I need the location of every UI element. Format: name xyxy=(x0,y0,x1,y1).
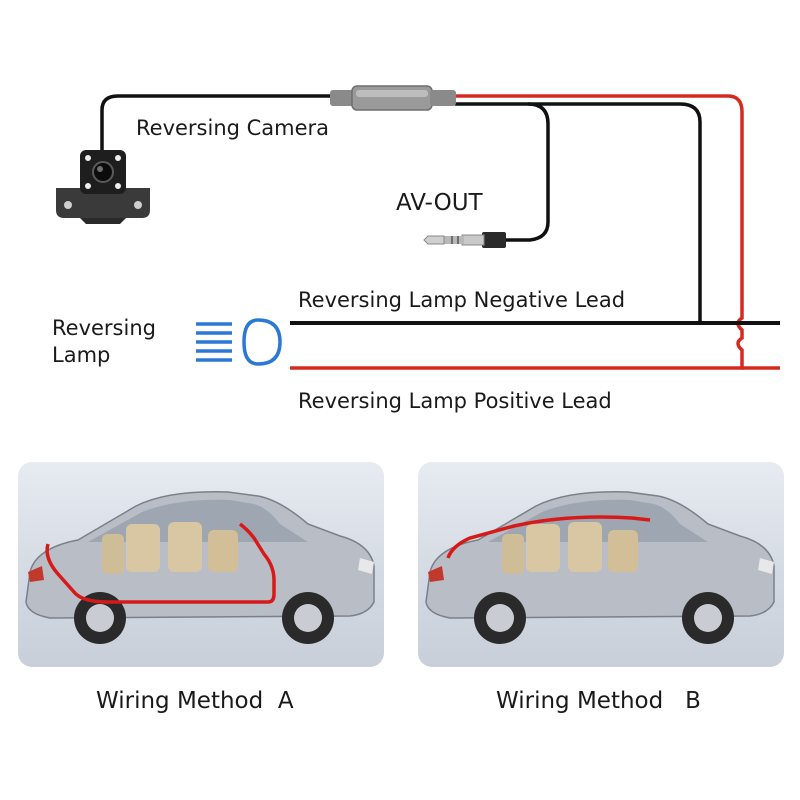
method-b-label: Wiring Method B xyxy=(496,688,701,714)
av-out-label: AV-OUT xyxy=(396,190,483,216)
negative-wire xyxy=(455,102,702,323)
lamp-label-line2: Lamp xyxy=(52,343,111,367)
camera-wire xyxy=(100,94,336,155)
positive-wire xyxy=(290,94,744,370)
camera-label: Reversing Camera xyxy=(136,116,330,140)
negative-lead-label: Reversing Lamp Negative Lead xyxy=(298,288,626,312)
camera-icon xyxy=(56,150,150,224)
av-plug-icon xyxy=(423,232,506,248)
av-out-wire xyxy=(505,102,550,242)
lamp-icon xyxy=(196,318,282,366)
lamp-label-line1: Reversing xyxy=(52,316,156,340)
method-a-label: Wiring Method A xyxy=(96,688,294,714)
positive-lead-label: Reversing Lamp Positive Lead xyxy=(298,389,612,413)
car-illustration-a xyxy=(25,491,375,644)
car-illustration-b xyxy=(425,491,775,644)
car-panel-method-a xyxy=(18,462,384,667)
car-panel-method-b xyxy=(418,462,784,667)
inline-connector-icon xyxy=(330,85,456,111)
wiring-diagram xyxy=(56,85,780,370)
wiring-route-b xyxy=(446,515,651,559)
wiring-route-a xyxy=(45,522,276,604)
